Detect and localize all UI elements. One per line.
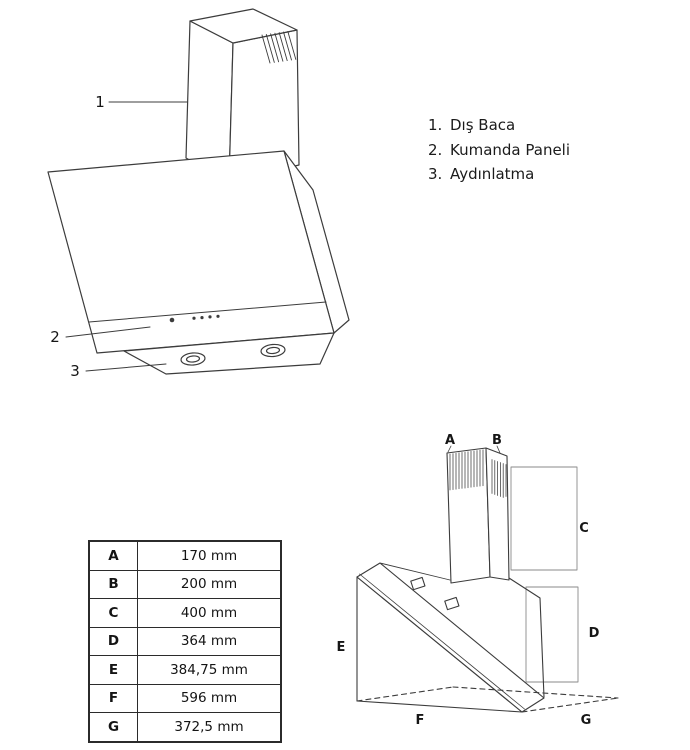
body-rear-edge [508,577,545,698]
dim-value-cell: 170 mm [137,540,282,571]
lamp-inner-ring [185,355,201,363]
label-a-tick [447,445,452,453]
bracket-body [410,576,426,591]
legend-item-kumanda-paneli: 2. Kumanda Paneli [428,138,570,163]
callout-2-number: 2 [50,328,60,346]
dim-label-e: E [337,640,346,655]
chimney-duct [185,8,300,183]
label-b-tick [496,445,501,454]
table-row: G 372,5 mm [88,712,282,742]
dim-label-d: D [589,626,600,641]
table-row: C 400 mm [88,598,282,628]
table-row: A 170 mm [88,540,282,571]
touch-dot [216,314,220,318]
lamp-outer-ring [180,352,206,366]
legend-label: Dış Baca [450,116,516,134]
dim-value-cell: 372,5 mm [137,712,282,742]
mounting-bracket [410,576,426,591]
parts-legend: 1. Dış Baca 2. Kumanda Paneli 3. Aydınla… [428,113,570,187]
callout-2-leader [65,326,151,338]
hood-body-dim [356,562,619,713]
touch-dot [208,315,212,319]
callout-1-number: 1 [95,93,105,111]
chimney-duct-dim [446,447,510,584]
chimney-front-face [446,447,491,584]
dim-label-g: G [581,713,592,728]
lamp-left [180,352,206,366]
glass-panel [47,150,335,354]
dim-c-reference-box [510,466,578,571]
dim-key-cell: C [88,598,138,628]
table-row: D 364 mm [88,626,282,656]
chimney-top-face [189,8,298,44]
hood-overview-diagram: 1 2 3 [47,8,350,380]
dim-value-cell: 384,75 mm [137,655,282,685]
dim-key-cell: G [88,712,138,742]
legend-number: 2. [428,140,443,159]
callouts: 1 2 3 [50,93,188,380]
control-panel-edge [88,301,327,323]
hidden-base-edges [356,686,619,713]
dim-d-reference-box [525,586,579,683]
dimension-diagram: A B C D E F G [337,433,619,728]
dim-key-cell: D [88,626,138,656]
dim-key-cell: E [88,655,138,685]
legend-label: Aydınlatma [450,165,535,183]
dim-key-cell: A [88,540,138,571]
dimensions-table: A 170 mm B 200 mm C 400 mm D 364 mm E 38… [88,540,282,743]
table-row: E 384,75 mm [88,655,282,685]
control-panel-dots [169,314,220,323]
legend-number: 3. [428,165,443,183]
dim-key-cell: F [88,683,138,713]
body-top-edge [379,562,451,581]
mounting-bracket [444,596,460,611]
underside-face [123,332,335,375]
dim-value-cell: 596 mm [137,683,282,713]
touch-dot [200,316,204,320]
glass-inner-edge [359,573,525,710]
legend-label: Kumanda Paneli [450,140,571,159]
lamp-right [260,343,286,358]
dim-label-c: C [579,521,589,536]
power-dot [169,317,175,323]
vent-grille-icon [449,449,484,491]
table-row: B 200 mm [88,569,282,599]
legend-number: 1. [428,116,443,134]
dim-label-f: F [416,713,425,728]
dim-label-b: B [492,433,502,448]
legend-item-aydinlatma: 3. Aydınlatma [428,162,570,187]
bracket-body [444,596,460,611]
dim-key-cell: B [88,569,138,599]
table-row: F 596 mm [88,683,282,713]
dimension-labels: A B C D E F G [337,433,600,728]
lamp-outer-ring [260,343,286,358]
touch-dot [192,316,196,320]
hood-body [47,150,350,375]
callout-3-leader [85,363,167,372]
legend-item-dis-baca: 1. Dış Baca [428,113,570,138]
callout-3-number: 3 [70,362,80,380]
dim-label-a: A [445,433,455,448]
dim-value-cell: 400 mm [137,598,282,628]
vent-grille-icon [261,30,297,64]
dim-value-cell: 200 mm [137,569,282,599]
vent-grille-icon [491,459,507,498]
dim-value-cell: 364 mm [137,626,282,656]
lamp-inner-ring [265,346,281,355]
